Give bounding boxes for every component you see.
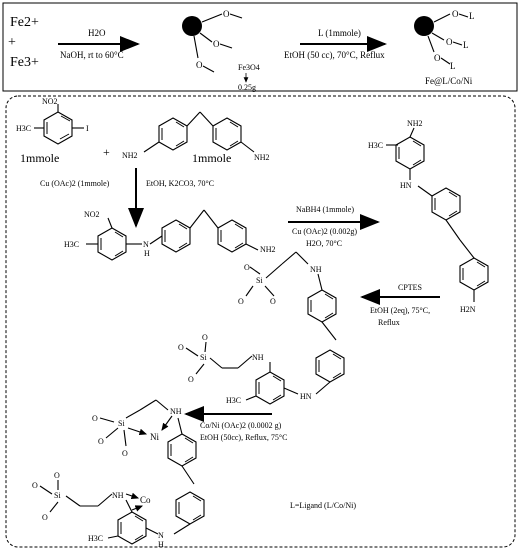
svg-text:O: O [92,414,98,423]
svg-text:NH2: NH2 [122,151,138,160]
svg-text:H: H [144,249,150,258]
step1-below: NaOH, rt to 60°C [60,50,124,60]
svg-text:HN: HN [300,392,312,401]
svg-text:O: O [42,513,48,522]
svg-text:I: I [86,124,89,133]
svg-text:Si: Si [54,491,61,500]
svg-text:O: O [452,9,459,19]
svg-text:L: L [463,40,469,50]
svg-text:L: L [450,61,456,71]
co-complex: H3C NH Co Si O O O [32,471,151,545]
svg-text:Si: Si [200,353,207,362]
top-panel-frame [2,2,518,92]
reduction-conditions: H2O, 70°C [306,239,342,248]
svg-text:O: O [270,297,276,306]
svg-text:O: O [122,449,128,458]
plus-sign: + [8,35,16,50]
svg-text:NH2: NH2 [254,153,270,162]
fe3o4-nanoparticle: O O O [182,9,243,73]
svg-text:O: O [54,471,60,480]
svg-text:HN: HN [400,181,412,190]
svg-text:H3C: H3C [226,396,241,405]
fe3-ion: Fe3+ [10,55,39,70]
iodo-nitrotoluene: NO2 H3C I [16,97,89,145]
svg-text:NH: NH [170,407,182,416]
svg-text:Si: Si [118,419,125,428]
fe3o4-amount: 0.25g [238,83,256,92]
silylation-reagent: CPTES [398,283,422,292]
svg-text:O: O [213,39,220,49]
nitro-diarylamine: NO2 H3C N H NH2 [64,209,276,261]
svg-text:O: O [196,60,203,70]
svg-text:O: O [98,437,104,446]
step2-below: EtOH (50 cc), 70°C, Reflux [284,50,385,60]
svg-text:O: O [238,297,244,306]
metalation-reagent: Co/Ni (OAc)2 (0.0002 g) [200,421,282,430]
svg-text:NH: NH [310,265,322,274]
svg-text:O: O [223,9,230,19]
product-label: Fe@L/Co/Ni [425,76,473,86]
step2-above: L (1mmole) [318,28,361,38]
methylenedianiline: NH2 NH2 [122,111,270,162]
reactant-plus: + [103,145,110,159]
coupling-conditions: EtOH, K2CO3, 70°C [146,179,214,188]
silylated-ligand: O Si O O NH HN H3C NH Si [178,251,345,405]
reactant2-amount: 1mmole [192,151,231,165]
svg-text:NO2: NO2 [42,97,58,106]
svg-text:H2N: H2N [460,305,476,314]
svg-text:O: O [178,343,184,352]
lower-panel-frame [5,95,516,548]
svg-text:O: O [244,263,250,272]
coupling-reagent: Cu (OAc)2 (1mmole) [40,179,110,188]
fe3o4-label: Fe3O4 [238,63,260,72]
svg-text:H3C: H3C [88,534,103,543]
svg-text:NH2: NH2 [260,245,276,254]
svg-text:NH: NH [112,491,124,500]
svg-text:O: O [202,333,208,342]
svg-text:Ni: Ni [150,432,159,442]
silylation-conditions: EtOH (2eq), 75°C, [370,306,430,315]
svg-text:N: N [143,240,149,249]
fe2-ion: Fe2+ [10,15,39,30]
svg-text:H3C: H3C [64,240,79,249]
svg-text:NO2: NO2 [84,210,100,219]
reduction-reagent: NaBH4 (1mmole) [296,205,354,214]
svg-text:O: O [32,481,38,490]
silylation-reflux: Reflux [378,318,400,327]
svg-text:Co: Co [140,495,151,505]
ni-complex: NH Si O O O Ni N H [92,399,205,549]
metalation-conditions: EtOH (50cc), Reflux, 75°C [200,433,287,442]
functionalized-nanoparticle: O L O L O L [414,9,475,71]
step1-above: H2O [88,28,106,38]
svg-text:NH: NH [252,353,264,362]
svg-text:Si: Si [256,276,263,285]
svg-text:NH2: NH2 [407,119,423,128]
svg-text:N: N [158,531,164,540]
svg-text:H: H [158,540,164,549]
reduction-catalyst: Cu (OAc)2 (0.002g) [292,227,357,236]
triamine-product: H3C NH2 HN H2N [368,119,489,314]
svg-text:O: O [434,53,441,63]
svg-text:O: O [188,375,194,384]
ligand-note: L=Ligand (L/Co/Ni) [290,501,356,510]
svg-text:H3C: H3C [368,141,383,150]
reactant1-amount: 1mmole [20,151,59,165]
svg-text:O: O [446,37,453,47]
svg-text:L: L [469,11,475,21]
svg-text:H3C: H3C [16,124,31,133]
